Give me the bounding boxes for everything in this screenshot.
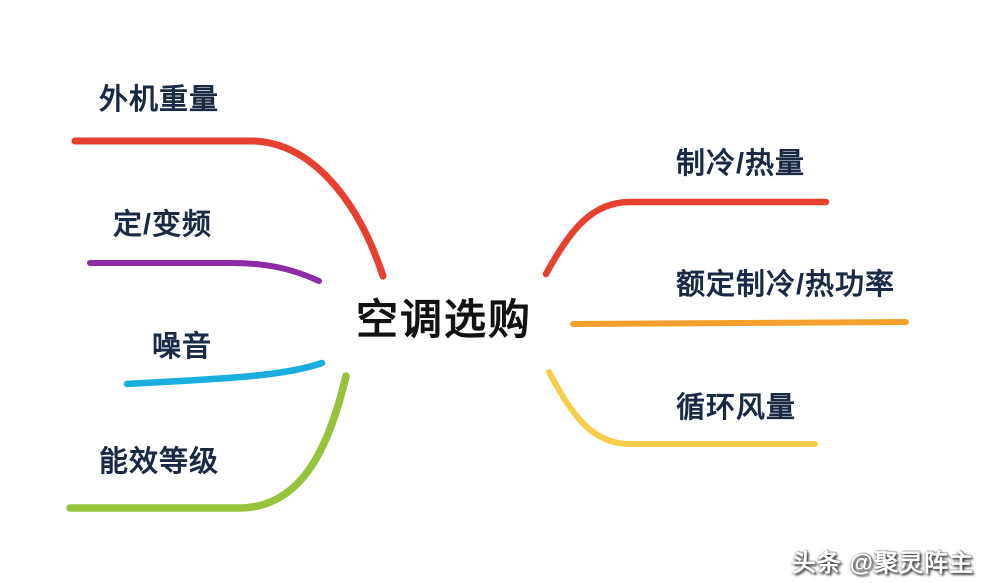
central-topic[interactable]: 空调选购 <box>356 296 533 343</box>
node-energy-efficiency[interactable]: 能效等级 <box>99 446 220 478</box>
node-air-circulation[interactable]: 循环风量 <box>676 392 797 424</box>
branch-line-rated-power <box>570 319 909 327</box>
node-fixed-variable-frequency[interactable]: 定/变频 <box>113 209 213 241</box>
node-outdoor-unit-weight[interactable]: 外机重量 <box>99 84 220 116</box>
branch-line-fixed-variable-frequency <box>87 260 322 284</box>
node-cooling-heating-capacity[interactable]: 制冷/热量 <box>676 148 806 180</box>
node-rated-power[interactable]: 额定制冷/热功率 <box>676 269 896 301</box>
branch-line-cooling-heating-capacity <box>542 198 830 278</box>
branch-line-energy-efficiency <box>66 372 350 512</box>
node-noise[interactable]: 噪音 <box>152 331 213 363</box>
watermark: 头条 @聚灵阵主 <box>791 550 974 577</box>
branch-line-noise <box>123 359 326 388</box>
